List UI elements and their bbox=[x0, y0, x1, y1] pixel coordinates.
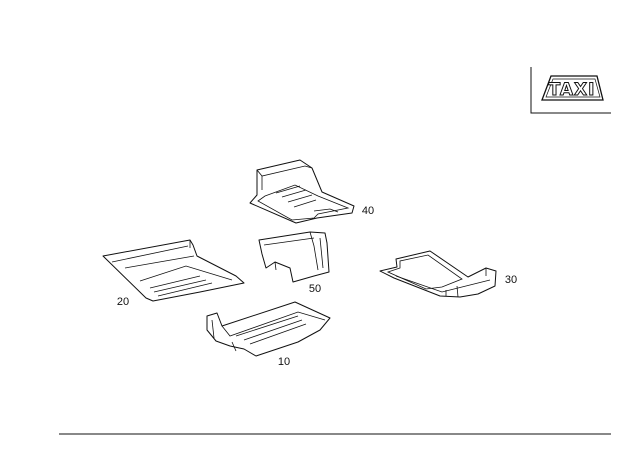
taxi-badge-text: TAXI bbox=[549, 80, 596, 100]
part-label-50: 50 bbox=[309, 283, 321, 295]
part-30-floor-mat[interactable] bbox=[379, 250, 497, 298]
part-50-tunnel-cover[interactable] bbox=[258, 231, 330, 283]
taxi-sign-outline bbox=[541, 75, 604, 101]
part-10-floor-mat[interactable] bbox=[206, 301, 331, 357]
part-label-20: 20 bbox=[117, 296, 129, 308]
part-label-40: 40 bbox=[362, 205, 374, 217]
taxi-badge: TAXI bbox=[530, 67, 611, 114]
part-label-10: 10 bbox=[278, 356, 290, 368]
part-20-floor-mat[interactable] bbox=[102, 239, 245, 302]
part-label-30: 30 bbox=[505, 274, 517, 286]
part-40-floor-mat[interactable] bbox=[249, 159, 355, 224]
badge-corner-frame bbox=[530, 67, 611, 114]
taxi-sign-inner bbox=[545, 78, 601, 98]
